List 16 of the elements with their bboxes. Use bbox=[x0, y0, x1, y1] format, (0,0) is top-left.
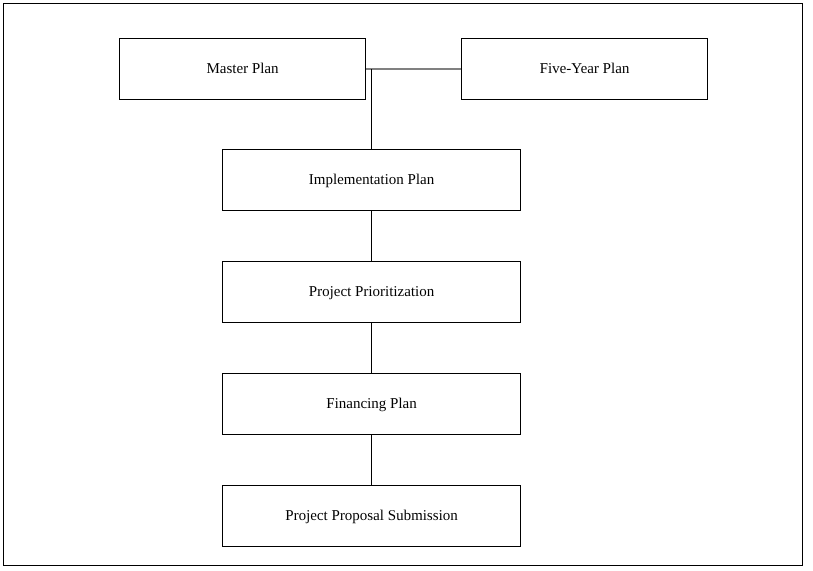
process-box bbox=[461, 38, 708, 100]
process-box bbox=[222, 373, 521, 435]
box-label: Five-Year Plan bbox=[540, 60, 630, 78]
connector-line bbox=[371, 210, 372, 262]
process-box bbox=[119, 38, 366, 100]
connector-line bbox=[371, 434, 372, 486]
process-box bbox=[222, 485, 521, 547]
process-box bbox=[222, 261, 521, 323]
process-box bbox=[222, 149, 521, 211]
box-label: Master Plan bbox=[206, 60, 279, 78]
connector-line bbox=[371, 322, 372, 374]
box-label: Project Prioritization bbox=[308, 284, 434, 300]
connector-line bbox=[371, 68, 462, 150]
box-label: Project Proposal Submission bbox=[285, 508, 458, 524]
box-label: Financing Plan bbox=[326, 396, 417, 412]
box-label: Implementation Plan bbox=[308, 172, 434, 188]
